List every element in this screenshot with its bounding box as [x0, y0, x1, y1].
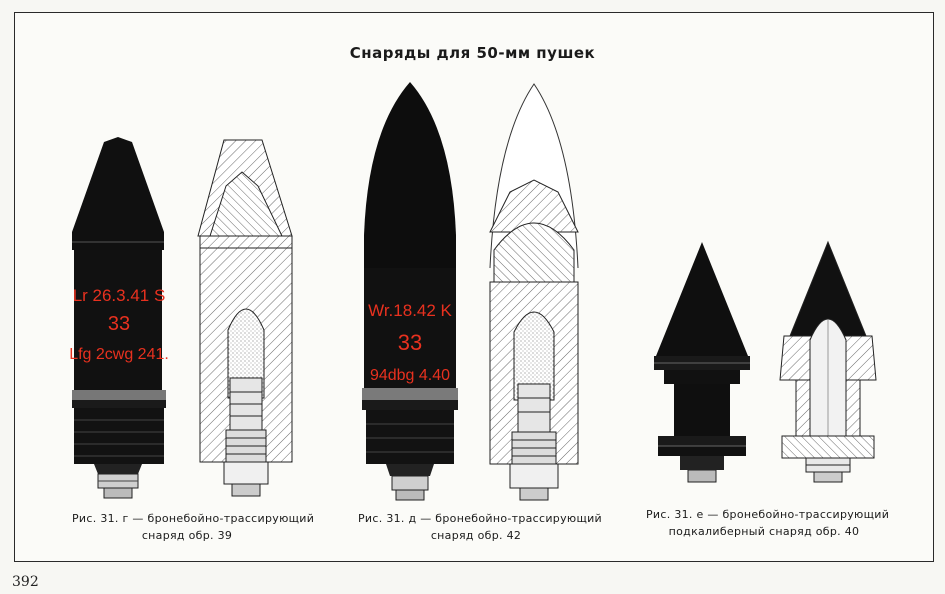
- plate-title: Снаряды для 50-мм пушек: [349, 44, 596, 62]
- caption-figure-g-line2: снаряд обр. 39: [141, 529, 233, 542]
- page-number: 392: [12, 574, 39, 590]
- marking-g-line3: Lfg 2cwg 241.: [69, 346, 169, 363]
- caption-figure-d-line1: Рис. 31. д — бронебойно-трассирующий: [358, 512, 603, 525]
- shell-g-section: [197, 139, 293, 497]
- shell-d-exterior: Wr.18.42 K 33 94dbg 4.40: [362, 82, 458, 501]
- marking-g-line1: Lr 26.3.41 S: [73, 286, 166, 305]
- marking-d-line1: Wr.18.42 K: [368, 301, 452, 320]
- caption-figure-g: Рис. 31. г — бронебойно-трассирующий сна…: [72, 510, 315, 544]
- marking-d-line3: 94dbg 4.40: [370, 367, 450, 384]
- shell-e-section: [779, 240, 877, 483]
- caption-figure-d: Рис. 31. д — бронебойно-трассирующий сна…: [358, 510, 603, 544]
- shell-g-exterior: Lr 26.3.41 S 33 Lfg 2cwg 241.: [69, 137, 169, 499]
- shell-e-exterior: [654, 242, 750, 483]
- caption-figure-d-line2: снаряд обр. 42: [430, 529, 522, 542]
- caption-figure-g-line1: Рис. 31. г — бронебойно-трассирующий: [72, 512, 315, 525]
- plate-frame: [14, 12, 934, 562]
- caption-figure-e-line1: Рис. 31. е — бронебойно-трассирующий: [646, 508, 890, 521]
- shell-d-section: [489, 83, 579, 501]
- marking-g-line2: 33: [108, 313, 130, 335]
- marking-d-line2: 33: [398, 330, 422, 355]
- caption-figure-e: Рис. 31. е — бронебойно-трассирующий под…: [646, 506, 890, 540]
- caption-figure-e-line2: подкалиберный снаряд обр. 40: [668, 525, 860, 538]
